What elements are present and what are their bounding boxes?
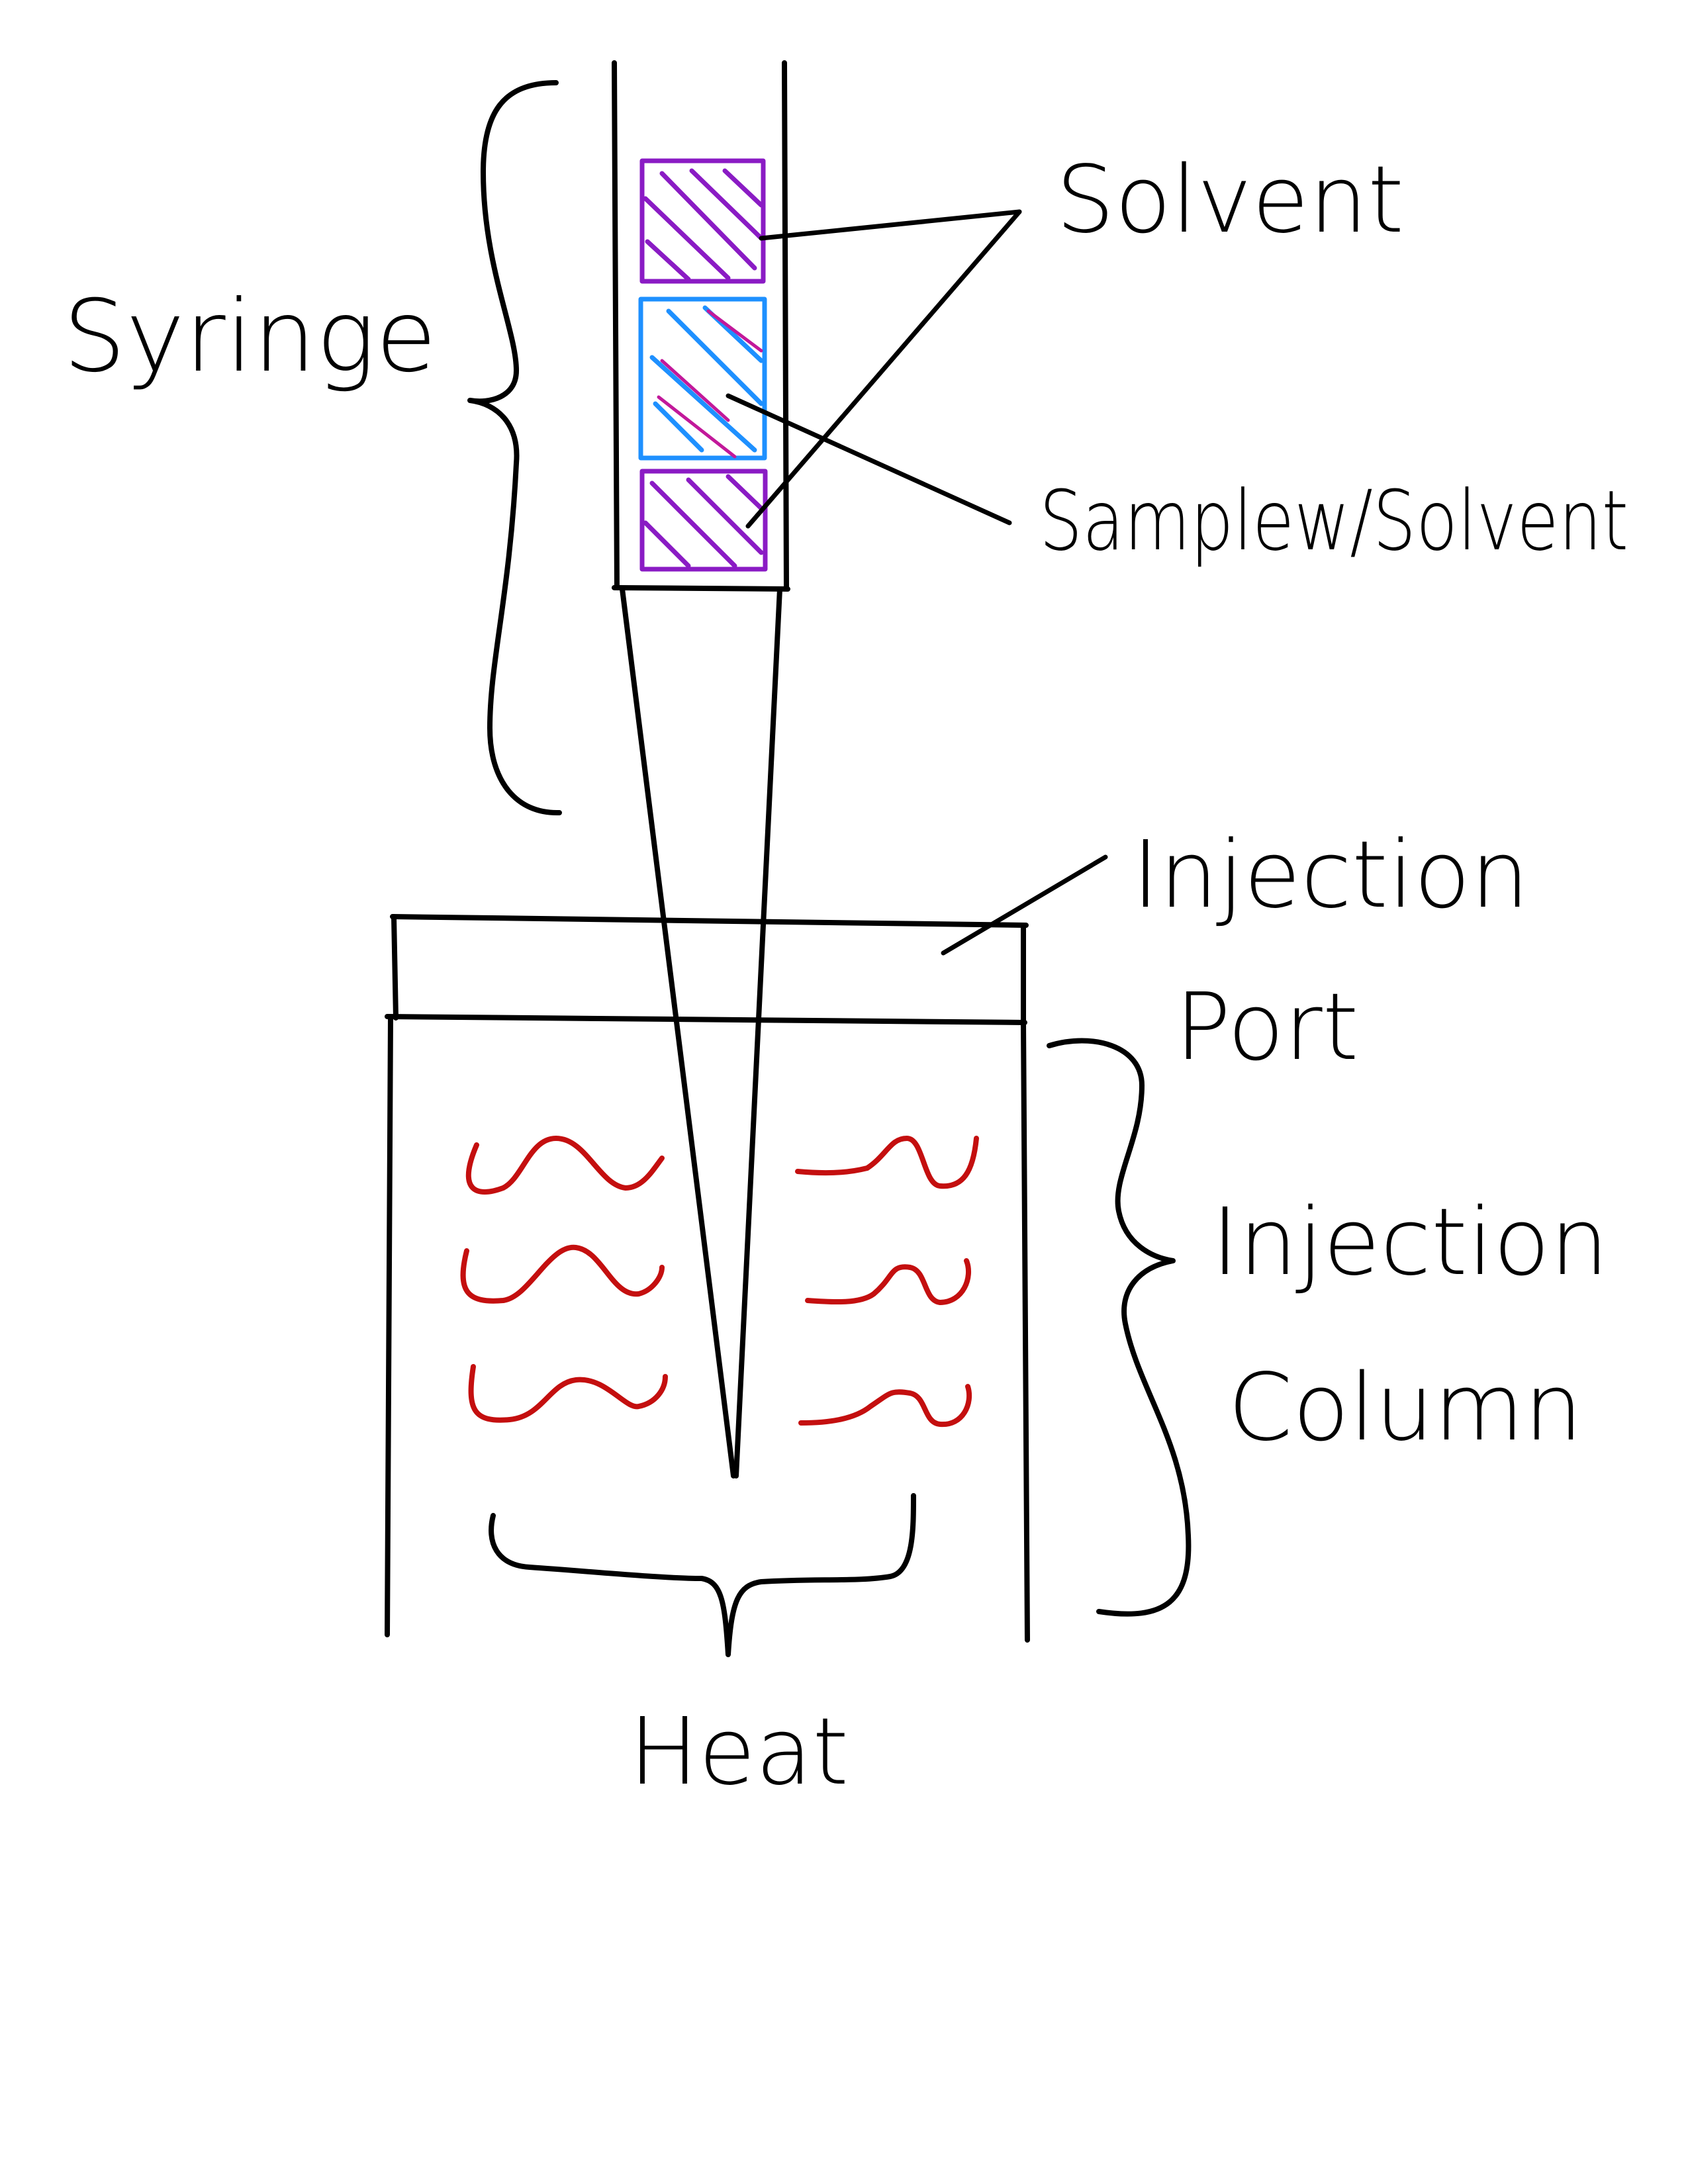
sample-plug (638, 296, 767, 461)
leader-sample (726, 393, 1012, 525)
injection-column-label-line1: Injection (1211, 1189, 1609, 1297)
syringe-needle (620, 586, 782, 1479)
solvent-plug-bottom (639, 469, 768, 572)
heat-wave (805, 1258, 972, 1305)
syringe-barrel-right-wall (782, 60, 789, 590)
syringe-brace (467, 80, 562, 816)
heat-waves-left (460, 1136, 668, 1423)
heat-waves-right (795, 1136, 979, 1428)
syringe-label: Syringe (63, 279, 437, 394)
injection-port (385, 914, 1029, 1025)
column-brace (1047, 1038, 1192, 1617)
solvent-plug-top (639, 158, 766, 284)
heat-wave (795, 1136, 979, 1189)
heat-wave (465, 1136, 665, 1195)
heat-label: Heat (629, 1698, 849, 1806)
injection-port-label-line2: Port (1175, 974, 1359, 1081)
solvent-label: Solvent (1056, 146, 1404, 254)
leader-solvent-bottom (745, 209, 1022, 529)
injection-column-label-line2: Column (1228, 1354, 1583, 1462)
leader-injection-port (941, 854, 1108, 956)
syringe-barrel-left-wall (612, 60, 620, 590)
leader-lines (726, 209, 1108, 956)
heat-wave (468, 1364, 668, 1423)
syringe-barrel-bottom (612, 585, 790, 592)
heat-brace (489, 1493, 916, 1657)
heat-wave (460, 1244, 665, 1304)
syringe-barrel (612, 60, 790, 592)
heat-wave (798, 1384, 972, 1428)
sample-with-solvent-label: Samplew/Solvent (1039, 473, 1628, 569)
leader-solvent-top (759, 209, 1022, 241)
injection-column (385, 1015, 1030, 1643)
injection-port-label-line1: Injection (1132, 821, 1529, 929)
